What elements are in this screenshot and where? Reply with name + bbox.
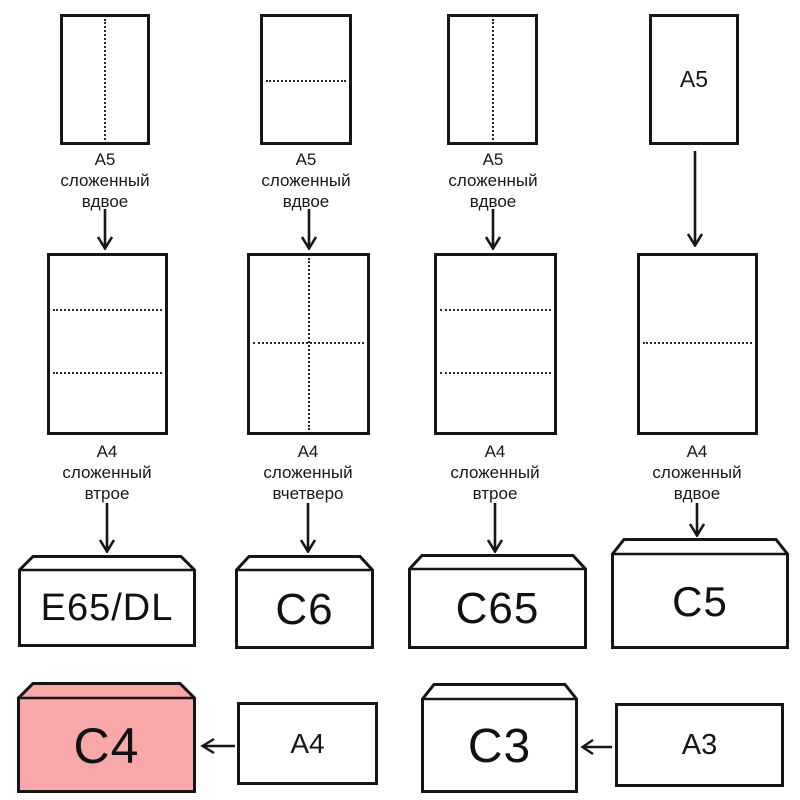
envelope-e65dl: E65/DL: [18, 555, 196, 647]
caption-line: вдвое: [81, 192, 129, 211]
fold-line-horizontal: [253, 342, 364, 345]
a3-sheet-bottom: A3: [615, 703, 784, 787]
caption-line: втрое: [472, 484, 518, 503]
envelope-c4: C4: [17, 682, 196, 793]
fold-line-vertical: [104, 19, 106, 140]
a4-sheet-col1: [47, 253, 168, 435]
arrow-down-icon: [96, 209, 114, 250]
caption-line: сложенный: [263, 463, 353, 482]
sheet-label: A4: [290, 727, 325, 759]
envelope-label: C65: [455, 584, 540, 633]
a4-caption-col2: A4 сложенный вчетверо: [223, 441, 393, 504]
envelope-label: C6: [275, 584, 334, 634]
arrow-down-icon: [686, 151, 704, 247]
caption-line: вдвое: [282, 192, 330, 211]
envelope-label: C3: [467, 719, 532, 773]
caption-line: A4: [96, 442, 118, 461]
arrow-down-icon: [486, 503, 504, 553]
caption-line: вдвое: [469, 192, 517, 211]
a5-caption-col3: A5 сложенный вдвое: [408, 149, 578, 212]
a4-sheet-bottom: A4: [237, 702, 378, 785]
fold-line-horizontal: [440, 308, 551, 311]
a4-caption-col4: A4 сложенный вдвое: [612, 441, 782, 504]
fold-line-vertical: [491, 19, 494, 140]
arrow-down-icon: [98, 503, 116, 553]
envelope-label: C5: [672, 577, 728, 625]
envelope-c65: C65: [408, 554, 587, 649]
caption-line: вдвое: [673, 484, 721, 503]
sheet-label: A5: [679, 66, 709, 92]
a5-sheet-col2: [260, 14, 352, 145]
fold-line-horizontal: [643, 342, 752, 345]
caption-line: сложенный: [450, 463, 540, 482]
arrow-left-icon: [197, 736, 237, 756]
caption-line: A4: [484, 442, 506, 461]
sheet-label: A3: [681, 728, 718, 761]
arrow-down-icon: [300, 209, 318, 250]
a4-caption-col3: A4 сложенный втрое: [410, 441, 580, 504]
caption-line: A5: [94, 150, 116, 169]
arrow-down-icon: [484, 209, 502, 250]
envelope-label: C4: [73, 717, 140, 774]
arrow-left-icon: [577, 737, 614, 757]
caption-line: сложенный: [448, 171, 538, 190]
envelope-c3: C3: [421, 683, 578, 793]
a5-sheet-col3: [447, 14, 538, 145]
arrow-down-icon: [299, 503, 317, 553]
a5-sheet-col1: [60, 14, 150, 145]
caption-line: сложенный: [652, 463, 742, 482]
envelope-c5: C5: [611, 538, 789, 649]
fold-line-horizontal: [53, 372, 162, 375]
caption-line: вчетверо: [272, 484, 344, 503]
caption-line: A4: [297, 442, 319, 461]
caption-line: A4: [686, 442, 708, 461]
caption-line: втрое: [84, 484, 130, 503]
caption-line: сложенный: [60, 171, 150, 190]
a5-caption-col2: A5 сложенный вдвое: [221, 149, 391, 212]
a4-sheet-col2: [247, 253, 370, 435]
a5-sheet-col4: A5: [649, 14, 739, 145]
caption-line: сложенный: [261, 171, 351, 190]
envelope-c6: C6: [235, 555, 374, 649]
envelope-label: E65/DL: [40, 587, 174, 629]
caption-line: A5: [482, 150, 504, 169]
caption-line: сложенный: [62, 463, 152, 482]
fold-line-horizontal: [440, 372, 551, 375]
a4-sheet-col3: [434, 253, 557, 435]
fold-line-horizontal: [266, 79, 346, 82]
a4-sheet-col4: [637, 253, 758, 435]
a4-caption-col1: A4 сложенный втрое: [22, 441, 192, 504]
a5-caption-col1: A5 сложенный вдвое: [20, 149, 190, 212]
arrow-down-icon: [688, 503, 706, 537]
caption-line: A5: [295, 150, 317, 169]
fold-line-horizontal: [53, 308, 162, 311]
